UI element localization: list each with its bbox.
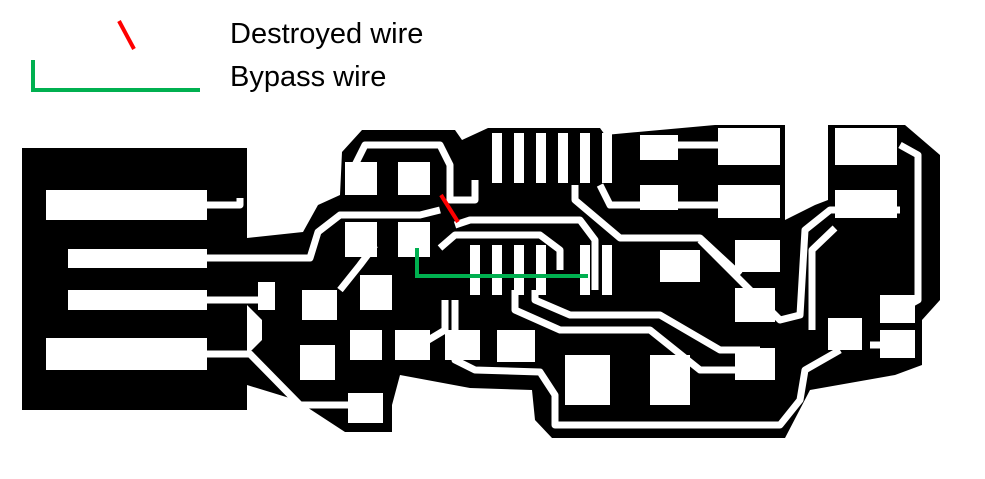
- destroyed-wire-mark: [439, 193, 460, 224]
- legend-bypass-wire-symbol: [31, 60, 200, 92]
- usb-finger: [46, 190, 207, 220]
- ic-bottom-pins: [470, 245, 612, 295]
- legend-bypass-wire-label: Bypass wire: [230, 61, 387, 93]
- usb-connector: [22, 148, 247, 410]
- pads: [258, 128, 915, 423]
- usb-finger: [46, 338, 207, 370]
- usb-finger: [68, 290, 207, 310]
- usb-finger: [68, 249, 207, 268]
- bypass-wire-mark: [415, 248, 588, 278]
- legend-destroyed-wire-label: Destroyed wire: [230, 18, 424, 50]
- legend-destroyed-wire-symbol: [117, 20, 136, 50]
- ic-top-pins: [492, 133, 612, 183]
